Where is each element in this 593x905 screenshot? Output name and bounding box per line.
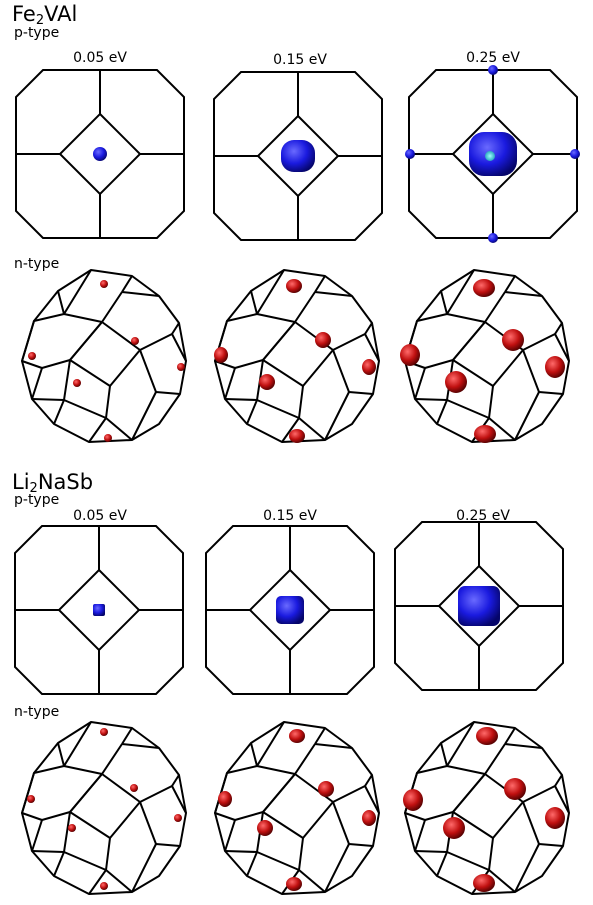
electron-pocket bbox=[130, 784, 138, 792]
energy-label: 0.25 eV bbox=[466, 50, 520, 66]
electron-pocket bbox=[73, 379, 81, 387]
zone-p-fe2val-005 bbox=[15, 69, 185, 239]
electron-pocket bbox=[502, 329, 524, 351]
electron-pocket bbox=[177, 363, 185, 371]
electron-pocket bbox=[445, 371, 467, 393]
electron-pocket bbox=[474, 425, 496, 443]
electron-pocket bbox=[27, 795, 35, 803]
energy-label: 0.15 eV bbox=[273, 52, 327, 68]
electron-pocket bbox=[100, 728, 108, 736]
electron-pocket bbox=[545, 807, 565, 829]
electron-pocket bbox=[400, 344, 420, 366]
electron-pocket bbox=[362, 359, 376, 375]
hole-pocket bbox=[93, 147, 107, 161]
energy-label: 0.05 eV bbox=[73, 50, 127, 66]
electron-pocket bbox=[315, 332, 331, 348]
zone-p-li2nasb-015 bbox=[205, 525, 375, 695]
zone-p-fe2val-025 bbox=[405, 65, 580, 243]
electron-pocket bbox=[476, 727, 498, 745]
electron-pocket bbox=[259, 374, 275, 390]
electron-pocket bbox=[28, 352, 36, 360]
zone-p-fe2val-015 bbox=[213, 71, 383, 241]
hole-pocket bbox=[570, 149, 580, 159]
electron-pocket bbox=[504, 778, 526, 800]
electron-pocket bbox=[100, 280, 108, 288]
electron-pocket bbox=[362, 810, 376, 826]
electron-pocket bbox=[174, 814, 182, 822]
electron-pocket bbox=[473, 279, 495, 297]
hole-pocket bbox=[276, 596, 304, 624]
n-type-label: n-type bbox=[14, 256, 60, 272]
zone-n-li2nasb-025 bbox=[403, 721, 570, 895]
zone-n-li2nasb-015 bbox=[214, 721, 380, 895]
zone-p-li2nasb-005 bbox=[14, 525, 184, 695]
zone-n-fe2val-015 bbox=[214, 269, 380, 443]
energy-label: 0.15 eV bbox=[263, 508, 317, 524]
hole-pocket bbox=[405, 149, 415, 159]
electron-pocket bbox=[286, 877, 302, 891]
electron-pocket bbox=[289, 729, 305, 743]
electron-pocket bbox=[443, 817, 465, 839]
compound-title-li2nasb: Li2NaSb bbox=[12, 470, 94, 496]
zone-n-li2nasb-005 bbox=[21, 721, 187, 895]
electron-pocket bbox=[403, 789, 423, 811]
electron-pocket bbox=[100, 882, 108, 890]
electron-pocket bbox=[257, 820, 273, 836]
energy-label: 0.05 eV bbox=[73, 508, 127, 524]
hole-pocket bbox=[281, 140, 315, 172]
electron-pocket bbox=[289, 429, 305, 443]
zone-p-li2nasb-025 bbox=[394, 521, 564, 691]
electron-pocket bbox=[286, 279, 302, 293]
p-type-label: p-type bbox=[14, 492, 60, 508]
electron-pocket bbox=[218, 791, 232, 807]
hole-pocket bbox=[93, 604, 105, 616]
inner-pocket bbox=[485, 151, 495, 161]
electron-pocket bbox=[131, 337, 139, 345]
hole-pocket bbox=[488, 233, 498, 243]
hole-pocket bbox=[458, 586, 500, 626]
electron-pocket bbox=[545, 356, 565, 378]
hole-pocket bbox=[488, 65, 498, 75]
energy-label: 0.25 eV bbox=[456, 508, 510, 524]
n-type-label: n-type bbox=[14, 704, 60, 720]
zone-n-fe2val-025 bbox=[400, 269, 570, 443]
electron-pocket bbox=[104, 434, 112, 442]
electron-pocket bbox=[473, 874, 495, 892]
p-type-label: p-type bbox=[14, 25, 60, 41]
electron-pocket bbox=[318, 781, 334, 797]
zone-n-fe2val-005 bbox=[21, 269, 187, 443]
electron-pocket bbox=[68, 824, 76, 832]
electron-pocket bbox=[214, 347, 228, 363]
compound-title-fe2val: Fe2VAl bbox=[12, 2, 78, 28]
